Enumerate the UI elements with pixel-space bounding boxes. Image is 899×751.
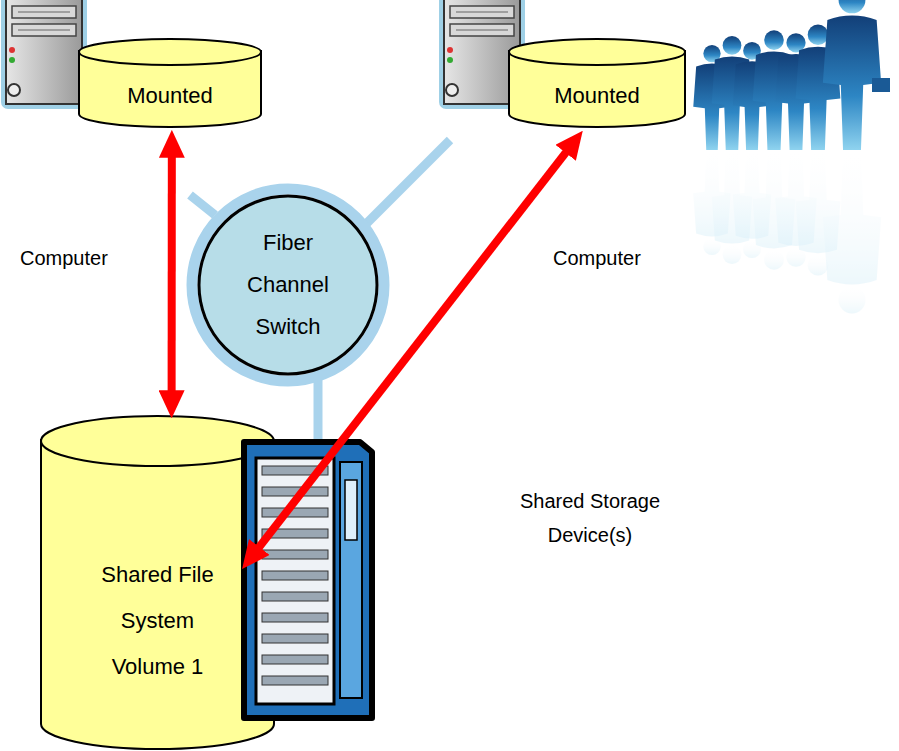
switch-circle: Fiber Channel Switch (186, 183, 390, 387)
node-text: Mounted (127, 81, 213, 111)
node-text: Mounted (554, 81, 640, 111)
storage-volume: Shared File System Volume 1 (40, 415, 275, 750)
node-text: Shared File System Volume 1 (92, 552, 224, 690)
fiber-link (190, 140, 450, 445)
computer-tower (4, 0, 84, 106)
mounted-volume: Mounted (78, 38, 262, 128)
people-silhouette (693, 0, 890, 314)
device-label: Computer (20, 243, 108, 273)
data-arrow (168, 156, 176, 393)
storage-label: Shared Storage Device(s) (505, 484, 675, 552)
mounted-volume: Mounted (508, 38, 686, 128)
node-text: Fiber Channel Switch (240, 222, 336, 348)
data-arrow (258, 151, 567, 548)
device-label: Computer (553, 243, 641, 273)
